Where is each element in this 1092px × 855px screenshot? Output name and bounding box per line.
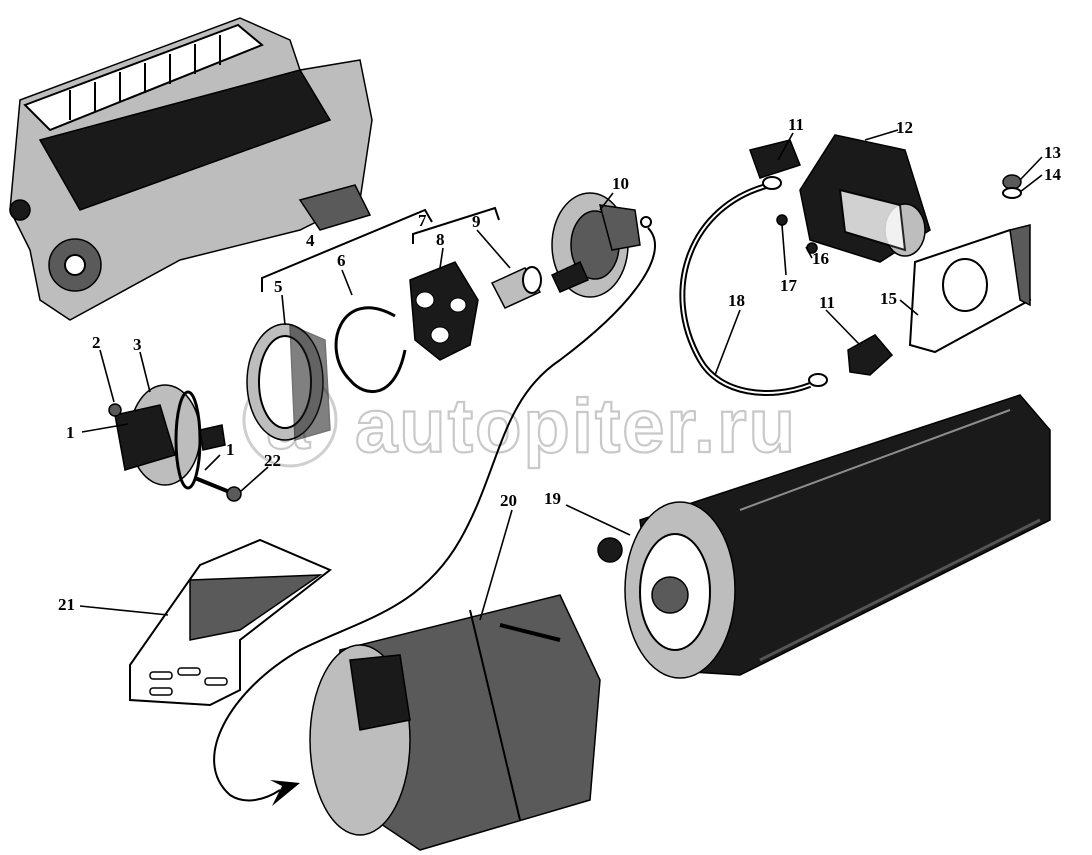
- callout-numbers: 1 1 2 3 4 5 6 7 8 9 10 11 11 12 13 14 15…: [58, 115, 1062, 614]
- callout-11: 11: [788, 115, 804, 134]
- callout-18: 18: [728, 291, 745, 310]
- callout-7: 7: [418, 211, 427, 230]
- group-bracket-7: [412, 206, 500, 244]
- callout-22: 22: [264, 451, 281, 470]
- callout-6: 6: [337, 251, 346, 270]
- part-13-14-nut: [1002, 174, 1022, 199]
- callout-1: 1: [226, 440, 235, 459]
- callout-10: 10: [612, 174, 629, 193]
- callout-20: 20: [500, 491, 517, 510]
- part-11-cap-bottom: [847, 334, 894, 376]
- leader-lines: [79, 129, 1043, 621]
- callout-16: 16: [812, 249, 829, 268]
- part-19-starter: [597, 394, 1051, 679]
- part-18-cable: [679, 176, 828, 396]
- callout-2: 2: [92, 333, 101, 352]
- part-9-sleeve: [490, 266, 542, 309]
- part-10-flange: [551, 192, 652, 298]
- part-8-coupling: [409, 261, 479, 361]
- callout-14: 14: [1044, 165, 1062, 184]
- watermark-text: autopiter.ru: [355, 384, 797, 469]
- callout-1: 1: [66, 423, 75, 442]
- callout-4: 4: [306, 231, 315, 250]
- part-20-generator: [309, 594, 601, 851]
- part-6-snap-ring: [334, 306, 407, 394]
- callout-11: 11: [819, 293, 835, 312]
- callout-3: 3: [133, 335, 142, 354]
- part-21-cover: [129, 538, 332, 707]
- callout-15: 15: [880, 289, 897, 308]
- connection-wire: [213, 227, 656, 806]
- part-1-3-brush-holder: [108, 384, 226, 490]
- watermark: a autopiter.ru: [242, 372, 797, 470]
- part-16-17-screws: [776, 214, 818, 254]
- part-11-cap-top: [749, 139, 801, 179]
- wire-arrow-icon: [270, 780, 300, 806]
- callout-5: 5: [274, 277, 283, 296]
- group-bracket-4: [261, 208, 433, 292]
- callout-19: 19: [544, 489, 561, 508]
- callout-21: 21: [58, 595, 75, 614]
- callout-9: 9: [472, 212, 481, 231]
- callout-8: 8: [436, 230, 445, 249]
- part-5-ring: [246, 323, 331, 441]
- callout-13: 13: [1044, 143, 1061, 162]
- part-15-bracket: [908, 224, 1032, 354]
- engine-block: [9, 17, 373, 321]
- part-22-bolt: [194, 476, 242, 502]
- callout-12: 12: [896, 118, 913, 137]
- part-12-relay: [799, 134, 931, 263]
- callout-17: 17: [780, 276, 798, 295]
